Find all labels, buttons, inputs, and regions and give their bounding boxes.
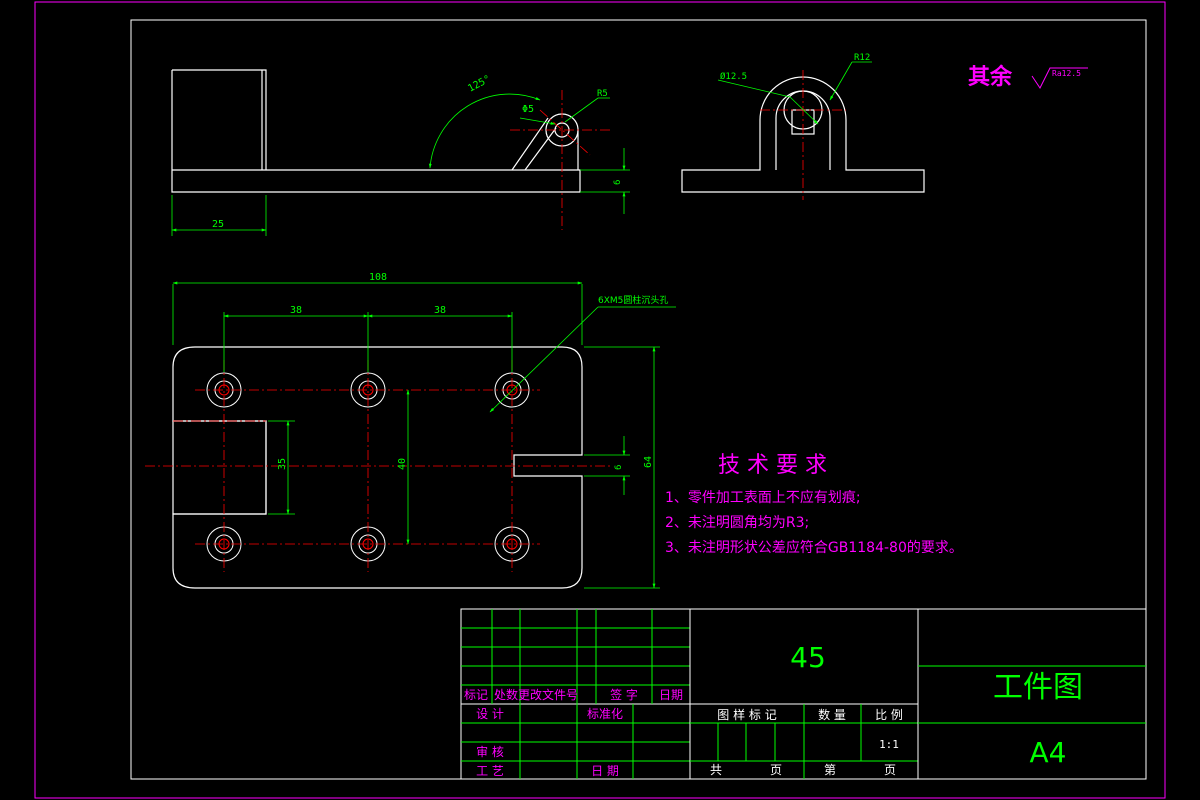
- tb-header-date: 日期: [659, 688, 683, 702]
- tb-process: 工 艺: [476, 764, 504, 778]
- tb-header-sign: 签 字: [610, 687, 638, 702]
- dim-angle: 125°: [466, 74, 492, 95]
- tb-sheet-no: 第: [824, 763, 836, 777]
- tb-scale-label: 比 例: [875, 708, 903, 722]
- tb-sheet-size: A4: [1030, 736, 1067, 769]
- hole-callout: 6XM5圆柱沉头孔: [598, 294, 668, 306]
- tb-scale-value: 1:1: [879, 738, 899, 751]
- tech-req-item-2: 2、未注明圆角均为R3;: [665, 515, 809, 531]
- tb-sheet-unit-2: 页: [884, 763, 896, 777]
- tb-material: 45: [790, 641, 826, 674]
- dim-total-length: 108: [369, 272, 387, 283]
- tb-total-sheets: 共: [710, 763, 722, 777]
- dim-slot: 6: [614, 465, 624, 470]
- tb-standardization: 标准化: [587, 707, 623, 721]
- top-view-centerlines: [510, 90, 612, 230]
- inner-frame: [130, 19, 1147, 780]
- top-view-dimensions: [171, 93, 630, 236]
- tb-date: 日 期: [591, 764, 619, 778]
- tech-req-item-1: 1、零件加工表面上不应有划痕;: [665, 489, 861, 506]
- tb-header-count: 处数: [494, 687, 518, 702]
- plan-view: [172, 346, 583, 589]
- tb-quantity: 数 量: [818, 707, 846, 722]
- plan-view-centerlines: [145, 360, 610, 572]
- dim-diameter-side: Ø12.5: [720, 71, 747, 82]
- dim-thickness: 6: [613, 180, 623, 185]
- dim-hole: Φ5: [522, 104, 534, 115]
- surface-finish-value: Ra12.5: [1052, 69, 1081, 78]
- side-view-dimensions: [717, 61, 872, 125]
- top-view: [171, 69, 581, 193]
- dim-spacing-1: 38: [290, 305, 302, 316]
- tb-sheet-unit-1: 页: [770, 763, 782, 777]
- surface-finish-prefix: 其余: [968, 64, 1013, 90]
- tech-req-title: 技 术 要 求: [718, 453, 827, 478]
- dim-hole-pitch: 40: [397, 458, 408, 470]
- tb-header-change: 更改文件号: [518, 687, 578, 702]
- surface-finish-symbol: [1031, 67, 1088, 89]
- tb-header-mark: 标记: [464, 688, 488, 702]
- tb-drawing-name: 工件图: [993, 670, 1083, 705]
- plan-view-dimensions: [172, 281, 676, 589]
- dim-radius-top: R5: [597, 89, 608, 99]
- tb-pattern-mark: 图 样 标 记: [717, 707, 776, 722]
- tb-design: 设 计: [476, 707, 504, 721]
- title-block: [460, 608, 1147, 780]
- dim-radius-side: R12: [854, 53, 870, 63]
- dim-width-left: 25: [212, 219, 224, 230]
- dim-height: 64: [643, 456, 654, 468]
- dim-spacing-2: 38: [434, 305, 446, 316]
- tb-review: 审 核: [476, 744, 504, 759]
- outer-frame: [34, 1, 1166, 799]
- tech-req-item-3: 3、未注明形状公差应符合GB1184-80的要求。: [665, 539, 963, 556]
- dim-cutout: 35: [277, 458, 288, 470]
